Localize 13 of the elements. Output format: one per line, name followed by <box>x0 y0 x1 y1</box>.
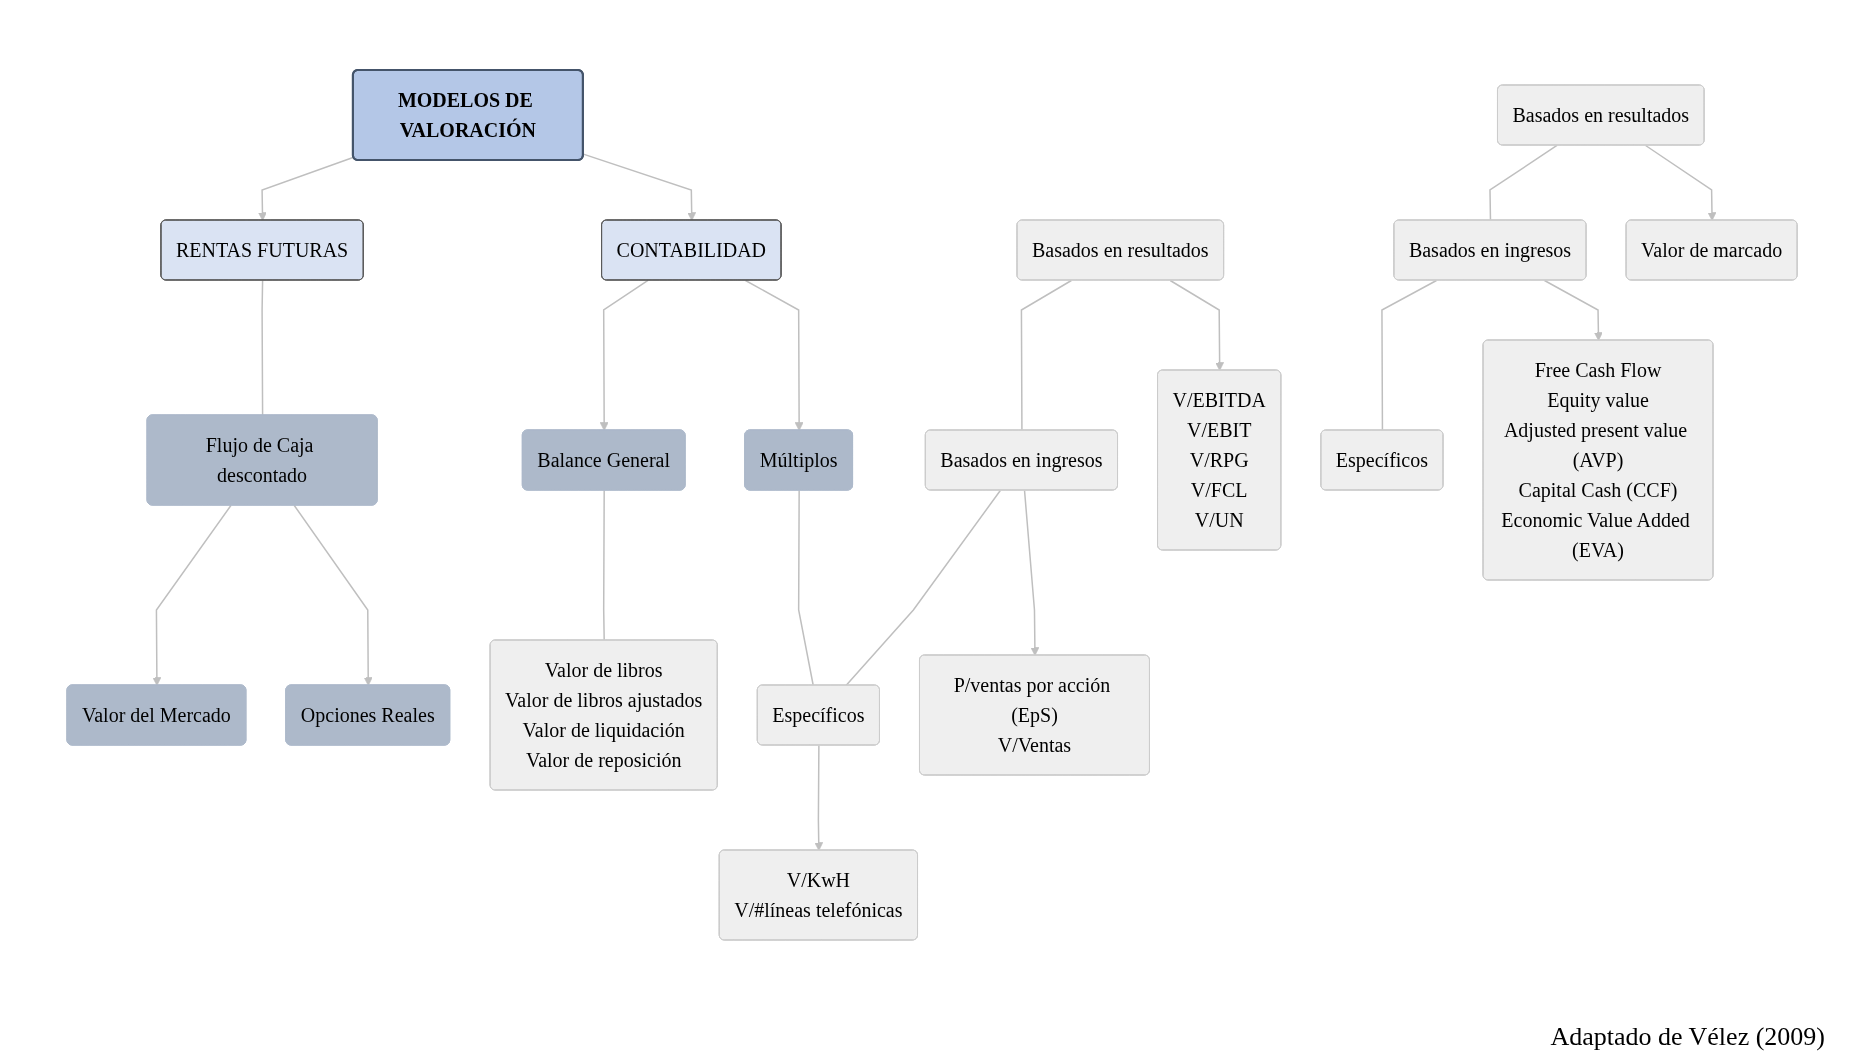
caption: Adaptado de Vélez (2009) <box>1550 1022 1825 1052</box>
arrow <box>293 504 374 686</box>
arrow <box>583 153 697 221</box>
arrow <box>1645 144 1717 221</box>
arrow <box>152 504 233 686</box>
connector <box>1489 144 1559 222</box>
arrow <box>814 744 824 851</box>
arrow <box>745 279 804 431</box>
arrow <box>1544 279 1604 341</box>
arrow <box>1024 489 1040 656</box>
arrow <box>1169 279 1225 371</box>
arrow <box>600 279 650 431</box>
arrow <box>258 156 355 221</box>
